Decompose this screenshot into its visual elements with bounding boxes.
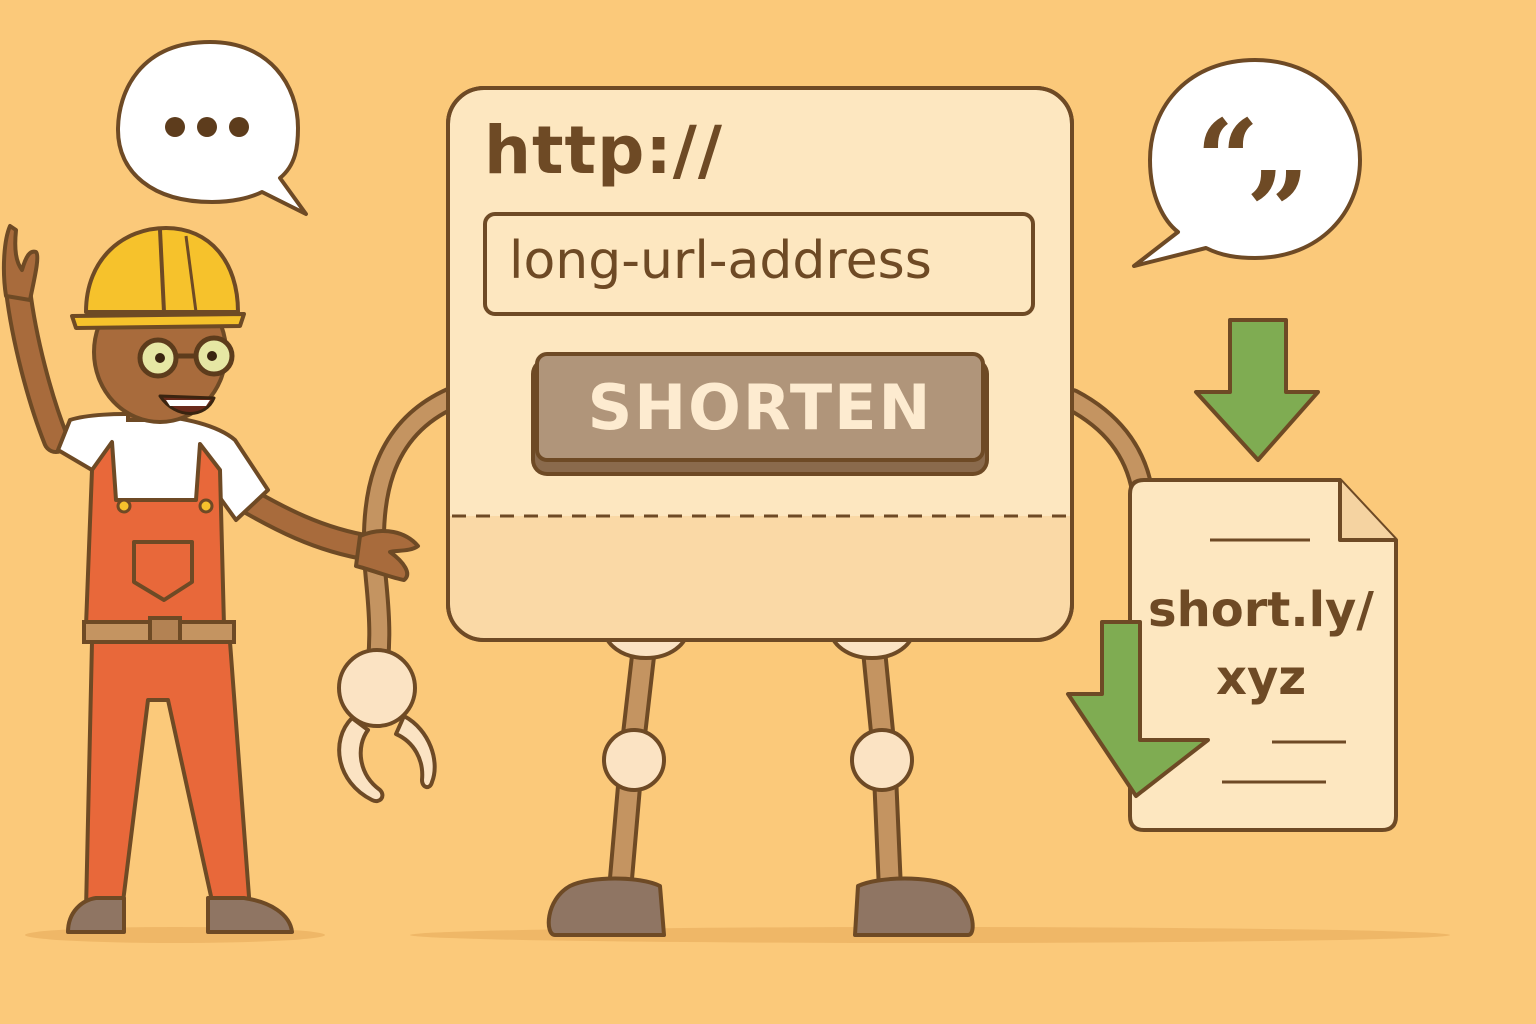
down-arrow-icon	[1066, 620, 1210, 798]
protocol-label: http://	[484, 112, 723, 189]
svg-text:”: ”	[1246, 147, 1309, 276]
shorten-button[interactable]: SHORTEN	[535, 352, 985, 462]
robot-arms	[337, 386, 1154, 803]
svg-text:“: “	[1196, 95, 1259, 224]
quote-speech-bubble-icon: “ ”	[1132, 58, 1362, 276]
ellipsis-speech-bubble-icon	[116, 40, 308, 216]
short-url-text: xyz	[1216, 650, 1307, 706]
short-url-text: short.ly/	[1148, 582, 1374, 638]
robot-legs	[546, 596, 975, 937]
hard-hat-icon	[70, 226, 246, 330]
down-arrow-icon	[1194, 318, 1320, 462]
url-input[interactable]	[483, 212, 1035, 316]
worker-character	[1, 224, 420, 934]
